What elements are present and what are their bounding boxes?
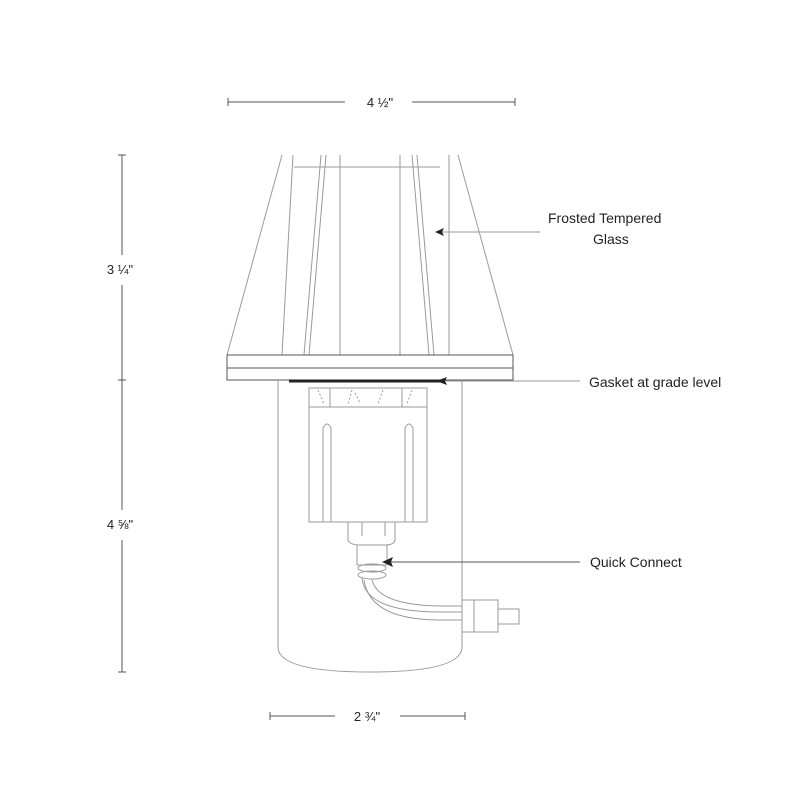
base-width-label: 2 ¾" [354,709,381,724]
body-height-label: 4 ⅝" [107,517,134,532]
glass-label-line2: Glass [593,231,629,247]
callout-glass: Frosted Tempered Glass [435,210,661,247]
callout-gasket: Gasket at grade level [436,374,721,390]
height-dimension: 3 ¼" 4 ⅝" [107,154,134,673]
base-width-dimension: 2 ¾" [269,709,466,724]
top-width-dimension: 4 ½" [227,95,516,110]
gasket-label: Gasket at grade level [589,374,721,390]
shade-height-label: 3 ¼" [107,262,134,277]
quick-connect-label: Quick Connect [590,554,682,570]
callout-quick-connect: Quick Connect [382,554,682,570]
top-width-label: 4 ½" [367,95,394,110]
glass-label-line1: Frosted Tempered [548,210,661,226]
glass-shade [226,154,514,381]
housing-body [277,380,520,673]
